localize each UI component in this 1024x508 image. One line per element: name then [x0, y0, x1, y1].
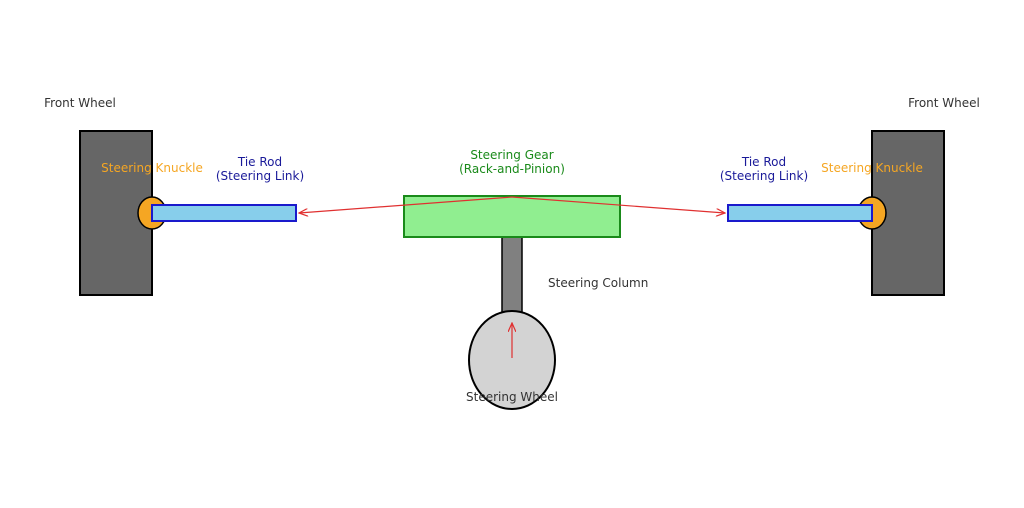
steering-gear-label-line2: (Rack-and-Pinion): [459, 162, 565, 176]
steering-wheel-label: Steering Wheel: [466, 390, 558, 404]
front-wheel-right-label: Front Wheel: [908, 96, 980, 110]
tie-rod-right-label-line2: (Steering Link): [720, 169, 808, 183]
steering-column: [501, 236, 523, 316]
steering-column-label: Steering Column: [548, 276, 648, 290]
steering-knuckle-left-label: Steering Knuckle: [101, 161, 203, 175]
motion-arrow-right: [511, 196, 725, 213]
tie-rod-left: [151, 204, 297, 222]
steering-gear-label-line1: Steering Gear: [470, 148, 553, 162]
steering-wheel: [468, 310, 556, 410]
tie-rod-right: [727, 204, 873, 222]
tie-rod-right-label-line1: Tie Rod: [741, 155, 786, 169]
tie-rod-left-label-line2: (Steering Link): [216, 169, 304, 183]
motion-arrow-left: [299, 196, 513, 213]
steering-knuckle-right-label: Steering Knuckle: [821, 161, 923, 175]
front-wheel-left-label: Front Wheel: [44, 96, 116, 110]
tie-rod-left-label-line1: Tie Rod: [237, 155, 282, 169]
